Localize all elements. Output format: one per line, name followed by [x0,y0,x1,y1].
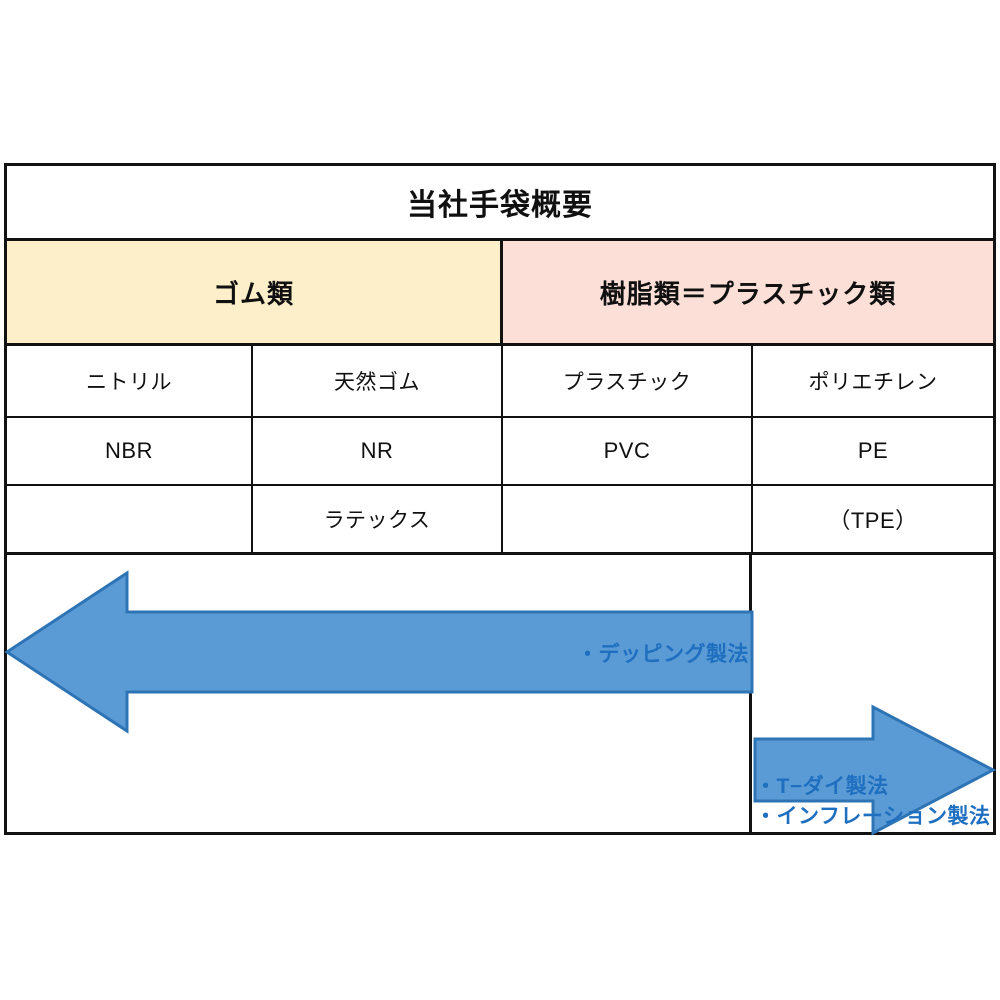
annotation-inflation-process: ・インフレーション製法 [755,805,991,828]
table-row: NBR NR PVC PE [7,418,993,486]
annotation-dipping-process: ・デッピング製法 [577,643,749,666]
cell-secondary-plastic [503,486,753,552]
arrows-layer [4,570,997,836]
cell-secondary-nitrile [7,486,253,552]
cell-secondary-latex: ラテックス [253,486,503,552]
page-title: 当社手袋概要 [407,189,593,222]
cell-text: ポリエチレン [808,371,938,394]
cell-material-nitrile: ニトリル [7,346,253,416]
cell-abbr-nbr: NBR [7,418,253,484]
cell-material-plastic: プラスチック [503,346,753,416]
cell-text: PVC [603,438,651,463]
cell-text: ラテックス [323,509,431,532]
category-header-row: ゴム類 樹脂類＝プラスチック類 [7,241,993,346]
annotation-t-die-process: ・T−ダイ製法 [755,775,889,798]
glove-overview-table: 当社手袋概要 ゴム類 樹脂類＝プラスチック類 ニトリル 天然ゴム プラスチック … [4,163,997,836]
left-arrow-icon [4,570,754,734]
cell-text: NBR [105,438,153,463]
cell-text: PE [857,438,889,463]
category-header-rubber-label: ゴム類 [212,278,294,309]
table-row: ラテックス （TPE） [7,486,993,555]
cell-abbr-pvc: PVC [503,418,753,484]
cell-text: プラスチック [562,371,692,394]
table-row: ニトリル 天然ゴム プラスチック ポリエチレン [7,346,993,418]
cell-secondary-tpe: （TPE） [753,486,993,552]
cell-material-polyethylene: ポリエチレン [753,346,993,416]
right-arrow-icon [753,704,997,836]
cell-text: NR [360,438,394,463]
cell-material-natural-rubber: 天然ゴム [253,346,503,416]
category-header-resin: 樹脂類＝プラスチック類 [503,241,993,343]
cell-text: （TPE） [828,508,918,533]
cell-abbr-pe: PE [753,418,993,484]
table-title-row: 当社手袋概要 [7,166,993,241]
category-header-rubber: ゴム類 [7,241,503,343]
cell-abbr-nr: NR [253,418,503,484]
cell-text: 天然ゴム [334,371,420,394]
cell-text: ニトリル [86,371,172,394]
process-annotation-region: ・デッピング製法 ・T−ダイ製法 ・インフレーション製法 [4,555,997,836]
category-header-resin-label: 樹脂類＝プラスチック類 [599,278,897,309]
